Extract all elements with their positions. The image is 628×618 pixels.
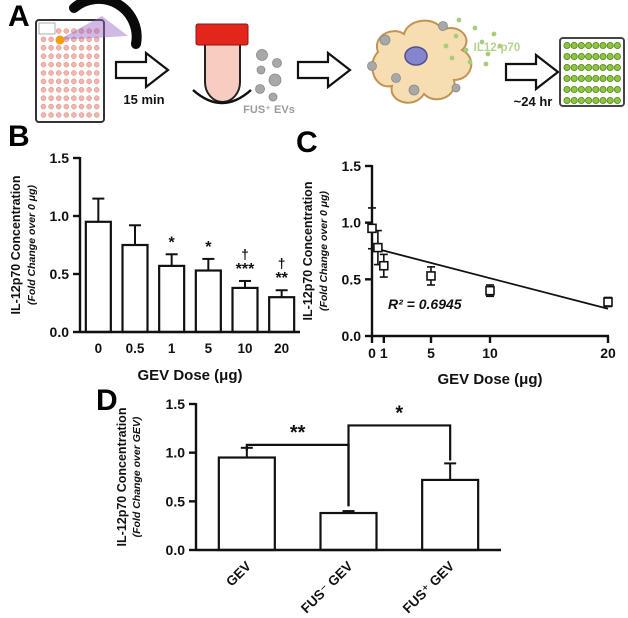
cytokine-dots-icon: [443, 17, 503, 67]
svg-text:*: *: [169, 234, 176, 251]
panel-b-label: B: [8, 120, 30, 153]
ultrasound-beam-icon: [58, 16, 128, 40]
svg-text:**: **: [290, 422, 306, 444]
error-bars: [92, 197, 288, 298]
panel-c-label: C: [296, 126, 318, 159]
svg-text:(Fold Change over 0 μg): (Fold Change over 0 μg): [318, 190, 330, 311]
y-axis: [365, 164, 374, 338]
focus-spot-icon: [55, 35, 65, 45]
svg-text:†: †: [278, 256, 286, 271]
y-axis-title: IL-12p70 Concentration(Fold Change over …: [9, 176, 38, 315]
svg-text:0.5: 0.5: [126, 341, 145, 356]
svg-text:0: 0: [95, 341, 103, 356]
incubation-time-label: ~24 hr: [513, 94, 553, 109]
svg-text:†: †: [241, 247, 249, 262]
x-axis: [370, 334, 610, 343]
svg-text:0.5: 0.5: [166, 493, 186, 509]
dose-response-scatter-chart: 0.0 0.5 1.0 1.5IL-12p70 Concentration(Fold …: [301, 158, 616, 388]
svg-text:R² = 0.6945: R² = 0.6945: [388, 296, 462, 312]
svg-text:1.5: 1.5: [50, 150, 70, 166]
sonication-time-label: 15 min: [123, 92, 165, 107]
y-axis-title: IL-12p70 Concentration(Fold Change over …: [301, 182, 330, 321]
bars: [84, 220, 296, 334]
y-axis-title: IL-12p70 Concentration(Fold Change over …: [115, 408, 143, 547]
svg-text:*: *: [395, 402, 403, 424]
il12-label: IL12-p70: [473, 42, 521, 54]
svg-text:IL-12p70 Concentration: IL-12p70 Concentration: [301, 182, 315, 321]
svg-text:IL-12p70 Concentration: IL-12p70 Concentration: [9, 176, 23, 315]
y-axis: [73, 156, 82, 334]
x-tick-labels: GEV FUS⁻ GEV FUS⁺ GEV: [223, 559, 457, 617]
panel-a-label: A: [8, 0, 30, 33]
sample-tube-icon: [192, 23, 252, 105]
svg-text:0.5: 0.5: [50, 266, 70, 282]
svg-text:5: 5: [427, 345, 435, 361]
x-tick-labels: 0 0.5 1 5 10 20: [95, 341, 290, 356]
significance-annotations: *****†**†: [169, 234, 289, 287]
workflow-arrow-icon: [504, 52, 560, 92]
svg-text:5: 5: [205, 341, 213, 356]
workflow-schematic: [35, 0, 625, 123]
svg-text:10: 10: [237, 341, 252, 356]
svg-text:0.0: 0.0: [166, 542, 186, 558]
svg-text:10: 10: [482, 345, 498, 361]
significance-bracket: [347, 424, 452, 507]
panel-d-label: D: [96, 384, 118, 417]
svg-text:0.0: 0.0: [50, 324, 70, 340]
svg-text:0.5: 0.5: [342, 271, 362, 287]
svg-text:1.5: 1.5: [342, 158, 362, 174]
y-tick-labels: 0.0 0.5 1.0 1.5: [166, 396, 186, 558]
svg-text:20: 20: [274, 341, 289, 356]
fit-line: [371, 246, 609, 310]
bars: [217, 456, 480, 552]
svg-text:1.5: 1.5: [166, 396, 186, 412]
svg-text:GEV Dose (μg): GEV Dose (μg): [437, 371, 542, 388]
svg-text:FUS⁻ GEV: FUS⁻ GEV: [298, 559, 356, 617]
svg-text:1.0: 1.0: [50, 208, 70, 224]
svg-text:FUS⁺ GEV: FUS⁺ GEV: [400, 559, 458, 617]
data-points: [367, 223, 613, 307]
y-tick-labels: 0.0 0.5 1.0 1.5: [342, 158, 362, 344]
readout-plate-icon: [559, 37, 625, 107]
svg-text:(Fold Change over GEV): (Fold Change over GEV): [131, 416, 143, 537]
svg-text:0: 0: [368, 345, 376, 361]
workflow-arrow-icon: [296, 50, 352, 90]
svg-text:1.0: 1.0: [342, 215, 362, 231]
svg-text:**: **: [275, 270, 288, 287]
svg-text:1.0: 1.0: [166, 445, 186, 461]
fus-comparison-bar-chart: 0.0 0.5 1.0 1.5IL-12p70 Concentration(Fold …: [115, 396, 501, 617]
svg-text:(Fold Change over 0 μg): (Fold Change over 0 μg): [26, 184, 38, 305]
svg-text:1: 1: [168, 341, 176, 356]
y-axis: [189, 402, 198, 552]
svg-text:1: 1: [380, 345, 388, 361]
dose-response-bar-chart: 0.0 0.5 1.0 1.5IL-12p70 Concentration(Fold …: [9, 150, 300, 384]
svg-text:GEV: GEV: [223, 559, 254, 590]
svg-text:GEV Dose (μg): GEV Dose (μg): [137, 367, 242, 384]
workflow-arrow-icon: [114, 50, 170, 90]
ev-particles-icon: [255, 49, 282, 102]
source-well-plate-icon: [35, 19, 105, 123]
y-tick-labels: 0.0 0.5 1.0 1.5: [50, 150, 70, 340]
svg-text:***: ***: [236, 261, 255, 278]
fus-transducer-icon: [69, 0, 142, 49]
svg-text:IL-12p70 Concentration: IL-12p70 Concentration: [115, 408, 129, 547]
fus-evs-label: FUS⁺ EVs: [243, 104, 295, 116]
immune-cell-icon: [367, 19, 473, 104]
svg-text:20: 20: [600, 345, 616, 361]
svg-text:0.0: 0.0: [342, 328, 362, 344]
svg-text:*: *: [205, 239, 212, 256]
cell-nucleus-icon: [404, 46, 428, 66]
